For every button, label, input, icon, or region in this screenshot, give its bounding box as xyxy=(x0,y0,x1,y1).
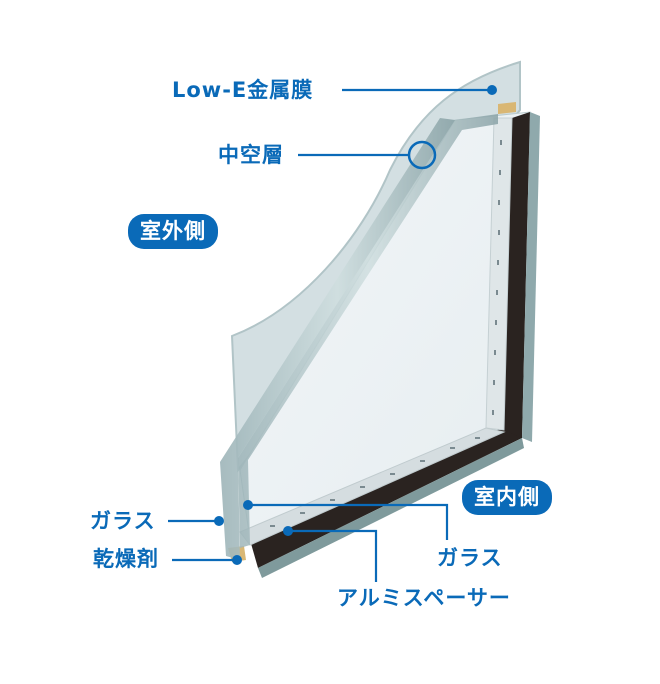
spacer-bottom-perforations xyxy=(270,437,480,527)
callout-aluminum-spacer: アルミスペーサー xyxy=(337,586,511,610)
outdoor-side-badge: 室外側 xyxy=(128,214,218,249)
indoor-side-badge: 室内側 xyxy=(462,480,552,515)
spacer-right-perforations xyxy=(492,140,502,415)
glass-edge-bottom xyxy=(258,438,524,578)
callout-low-e: Low-E金属膜 xyxy=(172,78,314,102)
glass-edge-right xyxy=(522,112,540,442)
hollow-layer-marker xyxy=(407,140,437,170)
callout-glass-outer: ガラス xyxy=(90,509,156,533)
callout-desiccant: 乾燥剤 xyxy=(93,547,159,571)
callout-dots xyxy=(214,85,497,565)
callout-glass-inner: ガラス xyxy=(437,546,503,570)
callout-hollow-layer: 中空層 xyxy=(218,143,284,167)
spacer-right xyxy=(485,117,513,431)
leader-lines xyxy=(168,88,490,582)
desiccant-top xyxy=(498,102,516,114)
